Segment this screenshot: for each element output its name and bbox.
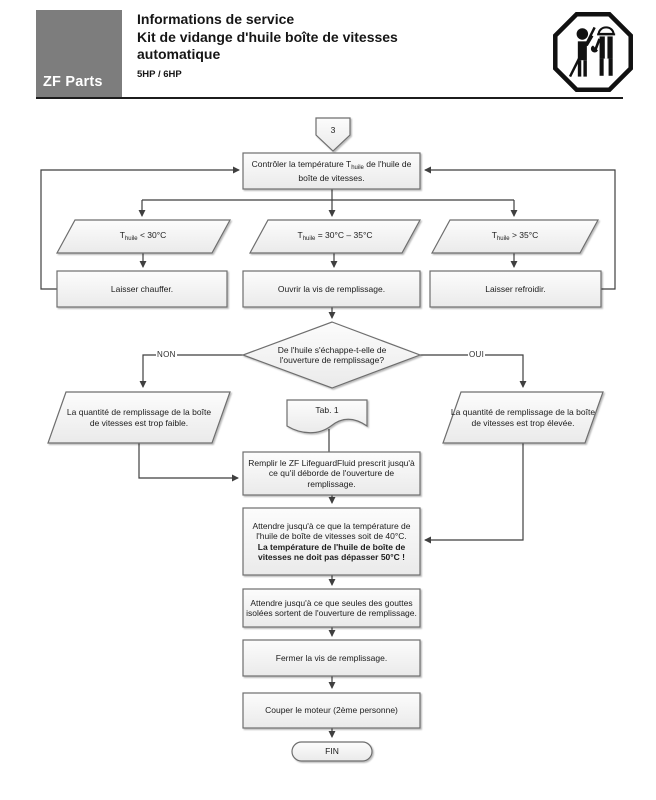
stop-engine-label: Couper le moteur (2ème personne) <box>265 705 398 716</box>
node-fill-fluid-shape <box>242 451 421 496</box>
node-entry-connector-shape <box>315 117 351 152</box>
node-decision-shape <box>241 321 422 389</box>
node-qty-high-shape <box>442 391 604 444</box>
wait-temp-label: Attendre jusqu'à ce que la température d… <box>247 509 416 574</box>
doc-title-line3: automatique <box>137 46 221 62</box>
fill-fluid-label: Remplir le ZF LifeguardFluid prescrit ju… <box>248 458 415 489</box>
node-warm-up-shape <box>56 270 228 308</box>
wait-drops-label: Attendre jusqu'à ce que seules des goutt… <box>246 597 417 618</box>
table-ref-label: Tab. 1 <box>315 405 339 416</box>
qty-low-label: La quantité de remplissage de la boîte d… <box>66 407 212 428</box>
check-temp-suffix: de l'huile de boîte de vitesses. <box>298 159 412 183</box>
connectors <box>40 166 616 738</box>
end-label: FIN <box>325 746 339 757</box>
node-open-plug-shape <box>242 270 421 308</box>
zf-parts-logo: ZF Parts <box>36 10 122 97</box>
connector-qty-low <box>138 443 239 482</box>
close-plug-label: Fermer la vis de remplissage. <box>275 652 388 663</box>
check-temp-sub: huile <box>351 165 364 172</box>
entry-connector-label: 3 <box>330 124 336 135</box>
connector-oui <box>420 354 527 388</box>
doc-title-line2: Kit de vidange d'huile boîte de vitesses <box>137 28 398 45</box>
connector-loop-left <box>40 166 240 290</box>
connector-qty-high <box>424 443 524 544</box>
header-divider <box>36 97 623 100</box>
node-end-shape <box>291 741 373 762</box>
worker-with-rod <box>568 26 596 78</box>
node-cool-down-shape <box>429 270 602 308</box>
cool-down-label: Laisser refroidir. <box>485 283 546 294</box>
qty-high-label: La quantité de remplissage de la boîte d… <box>450 407 596 428</box>
check-temp-label: Contrôler la température Thuile de l'hui… <box>246 154 417 188</box>
node-check-temp-shape <box>242 152 421 190</box>
node-cond-low-shape <box>55 219 232 254</box>
node-table-ref-shape <box>286 399 368 434</box>
branch-label-oui: OUI <box>468 350 486 359</box>
doc-subtitle: 5HP / 6HP <box>137 68 182 80</box>
mechanics-octagon-icon <box>553 12 633 92</box>
node-wait-drops-shape <box>242 588 421 628</box>
wait-temp-text: Attendre jusqu'à ce que la température d… <box>252 520 411 541</box>
decision-label: De l'huile s'échappe-t-elle de l'ouvertu… <box>277 344 387 365</box>
connector-non <box>139 354 243 388</box>
cond-high-label: Thuile > 35°C <box>491 229 539 242</box>
brand-label: ZF Parts <box>43 74 103 90</box>
connector-loop-right <box>424 166 616 290</box>
node-qty-low-shape <box>47 391 231 444</box>
worker-with-wrench <box>590 26 616 76</box>
wait-temp-warning: La température de l'huile de boîte de vi… <box>257 542 406 563</box>
node-cond-high-shape <box>430 219 600 254</box>
node-stop-engine-shape <box>242 692 421 729</box>
node-close-plug-shape <box>242 639 421 677</box>
branch-label-non: NON <box>156 350 177 359</box>
open-plug-label: Ouvrir la vis de remplissage. <box>277 283 386 294</box>
cond-low-label: Thuile < 30°C <box>119 229 167 242</box>
node-cond-ok-shape <box>248 219 422 254</box>
cond-ok-label: Thuile = 30°C – 35°C <box>297 229 373 242</box>
warm-up-label: Laisser chauffer. <box>110 283 174 294</box>
check-temp-prefix: Contrôler la température T <box>251 159 352 170</box>
doc-title-line1: Informations de service <box>137 11 295 27</box>
node-wait-temp-shape <box>242 507 421 576</box>
document-titles: Informations de service Kit de vidange d… <box>137 11 467 80</box>
